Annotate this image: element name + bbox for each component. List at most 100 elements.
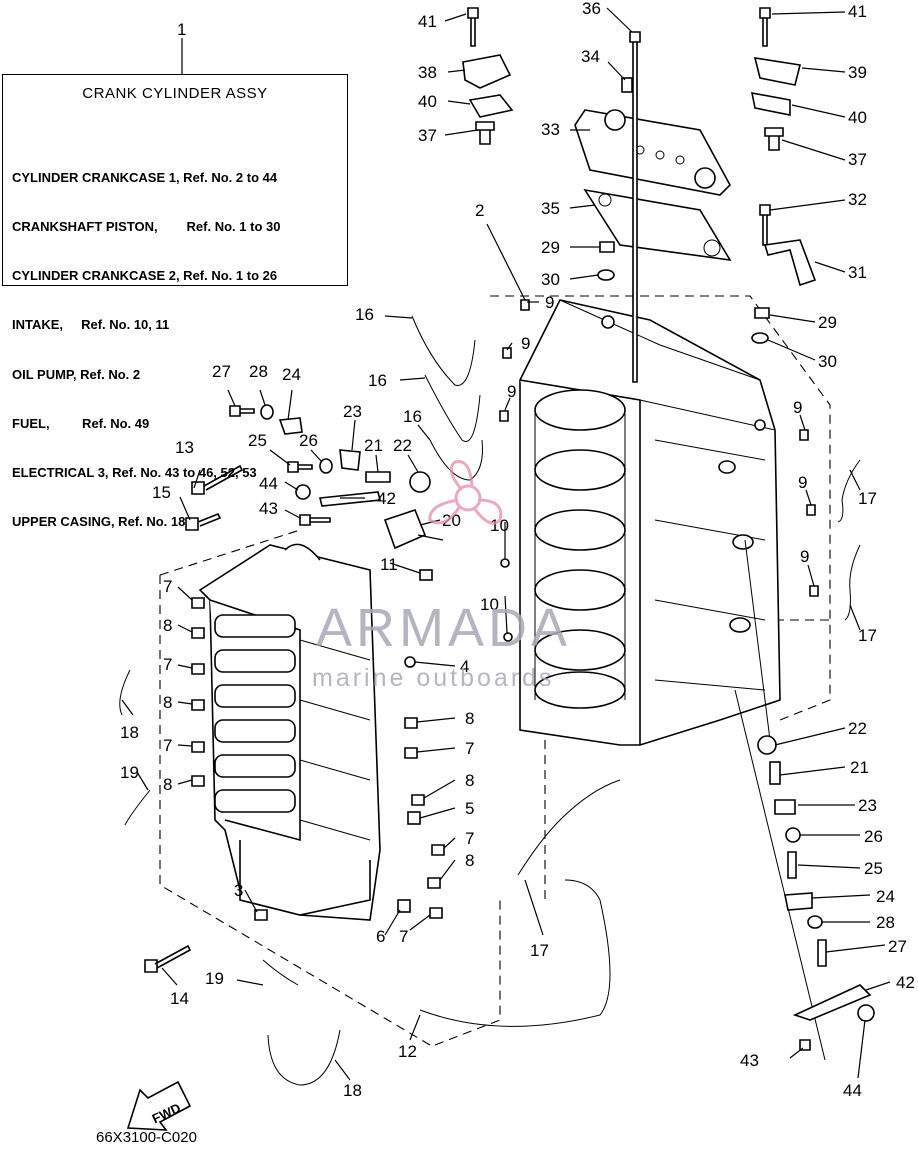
callout-37: 37 bbox=[418, 126, 437, 145]
callout-26: 26 bbox=[864, 827, 883, 846]
callout-35: 35 bbox=[541, 199, 560, 218]
callout-14: 14 bbox=[170, 989, 189, 1008]
reference-line: UPPER CASING, Ref. No. 18 bbox=[12, 514, 186, 530]
reference-line: INTAKE, Ref. No. 10, 11 bbox=[12, 317, 170, 333]
reference-line: OIL PUMP, Ref. No. 2 bbox=[12, 366, 141, 382]
callout-18: 18 bbox=[120, 723, 139, 742]
watermark-logo bbox=[428, 460, 503, 525]
watermark-tagline: marine outboards bbox=[312, 664, 555, 692]
callout-21: 21 bbox=[364, 436, 383, 455]
callout-labels: 1 41 36 41 38 34 39 40 40 33 37 37 32 2 … bbox=[120, 0, 915, 1100]
callout-8: 8 bbox=[163, 616, 172, 635]
callout-16: 16 bbox=[403, 407, 422, 426]
assembly-reference-list: CYLINDER CRANKCASE 1, Ref. No. 2 to 44 C… bbox=[12, 137, 280, 564]
watermark-brand: ARMADA bbox=[316, 598, 572, 658]
callout-8: 8 bbox=[465, 851, 474, 870]
callout-29: 29 bbox=[818, 313, 837, 332]
callout-25: 25 bbox=[248, 431, 267, 450]
callout-27: 27 bbox=[212, 362, 231, 381]
callout-27: 27 bbox=[888, 937, 907, 956]
callout-10: 10 bbox=[490, 516, 509, 535]
callout-7: 7 bbox=[163, 577, 172, 596]
head-cover bbox=[574, 109, 732, 262]
callout-33: 33 bbox=[541, 120, 560, 139]
callout-2: 2 bbox=[475, 201, 484, 220]
callout-22: 22 bbox=[393, 436, 412, 455]
callout-18: 18 bbox=[343, 1081, 362, 1100]
reference-line: CRANKSHAFT PISTON, Ref. No. 1 to 30 bbox=[12, 219, 281, 235]
callout-28: 28 bbox=[249, 362, 268, 381]
callout-17: 17 bbox=[858, 626, 877, 645]
callout-42: 42 bbox=[896, 973, 915, 992]
callout-43: 43 bbox=[259, 499, 278, 518]
callout-36: 36 bbox=[582, 0, 601, 18]
callout-41: 41 bbox=[848, 2, 867, 21]
callout-23: 23 bbox=[343, 402, 362, 421]
callout-15: 15 bbox=[152, 483, 171, 502]
callout-7: 7 bbox=[163, 736, 172, 755]
callout-7: 7 bbox=[465, 829, 474, 848]
callout-9: 9 bbox=[793, 398, 802, 417]
callout-44: 44 bbox=[843, 1081, 862, 1100]
callout-9: 9 bbox=[800, 547, 809, 566]
callout-4: 4 bbox=[460, 657, 469, 676]
callout-7: 7 bbox=[465, 739, 474, 758]
callout-8: 8 bbox=[163, 693, 172, 712]
callout-12: 12 bbox=[398, 1042, 417, 1061]
callout-28: 28 bbox=[876, 913, 895, 932]
callout-16: 16 bbox=[368, 371, 387, 390]
callout-3: 3 bbox=[234, 881, 243, 900]
callout-6: 6 bbox=[376, 927, 385, 946]
callout-25: 25 bbox=[864, 859, 883, 878]
sender-stack bbox=[734, 539, 875, 1061]
callout-19: 19 bbox=[205, 969, 224, 988]
callout-24: 24 bbox=[876, 887, 895, 906]
callout-44: 44 bbox=[259, 474, 278, 493]
callout-5: 5 bbox=[465, 799, 474, 818]
callout-38: 38 bbox=[418, 63, 437, 82]
reference-line: FUEL, Ref. No. 49 bbox=[12, 415, 150, 431]
callout-19: 19 bbox=[120, 763, 139, 782]
leader-lines bbox=[121, 7, 891, 1081]
callout-1: 1 bbox=[177, 20, 186, 39]
callout-20: 20 bbox=[442, 511, 461, 530]
callout-31: 31 bbox=[848, 263, 867, 282]
callout-13: 13 bbox=[175, 438, 194, 457]
callout-24: 24 bbox=[282, 365, 301, 384]
callout-9: 9 bbox=[507, 382, 516, 401]
callout-21: 21 bbox=[850, 758, 869, 777]
fwd-arrow: FWD bbox=[126, 1080, 192, 1131]
callout-23: 23 bbox=[858, 796, 877, 815]
fasteners bbox=[144, 7, 819, 973]
callout-10: 10 bbox=[480, 595, 499, 614]
callout-41: 41 bbox=[418, 12, 437, 31]
callout-11: 11 bbox=[380, 555, 398, 574]
callout-9: 9 bbox=[521, 334, 530, 353]
callout-29: 29 bbox=[541, 238, 560, 257]
callout-7: 7 bbox=[399, 927, 408, 946]
callout-8: 8 bbox=[465, 771, 474, 790]
callout-8: 8 bbox=[465, 709, 474, 728]
callout-40: 40 bbox=[848, 108, 867, 127]
figure-code: 66X3100-C020 bbox=[96, 1129, 197, 1146]
reference-line: CYLINDER CRANKCASE 2, Ref. No. 1 to 26 bbox=[12, 268, 278, 284]
callout-26: 26 bbox=[299, 431, 318, 450]
callout-42: 42 bbox=[377, 489, 396, 508]
callout-30: 30 bbox=[541, 270, 560, 289]
callout-16: 16 bbox=[355, 305, 374, 324]
reference-line: CYLINDER CRANKCASE 1, Ref. No. 2 to 44 bbox=[12, 169, 278, 185]
callout-30: 30 bbox=[818, 352, 837, 371]
callout-37: 37 bbox=[848, 150, 867, 169]
callout-32: 32 bbox=[848, 190, 867, 209]
assembly-info-box: CRANK CYLINDER ASSY CYLINDER CRANKCASE 1… bbox=[2, 74, 348, 529]
callout-9: 9 bbox=[798, 473, 807, 492]
callout-39: 39 bbox=[848, 63, 867, 82]
callout-43: 43 bbox=[740, 1051, 759, 1070]
callout-40: 40 bbox=[418, 92, 437, 111]
callout-9: 9 bbox=[545, 293, 554, 312]
callout-17: 17 bbox=[858, 489, 877, 508]
reference-line: ELECTRICAL 3, Ref. No. 43 to 46, 52, 53 bbox=[12, 465, 257, 481]
callout-22: 22 bbox=[848, 719, 867, 738]
callout-17: 17 bbox=[530, 941, 549, 960]
